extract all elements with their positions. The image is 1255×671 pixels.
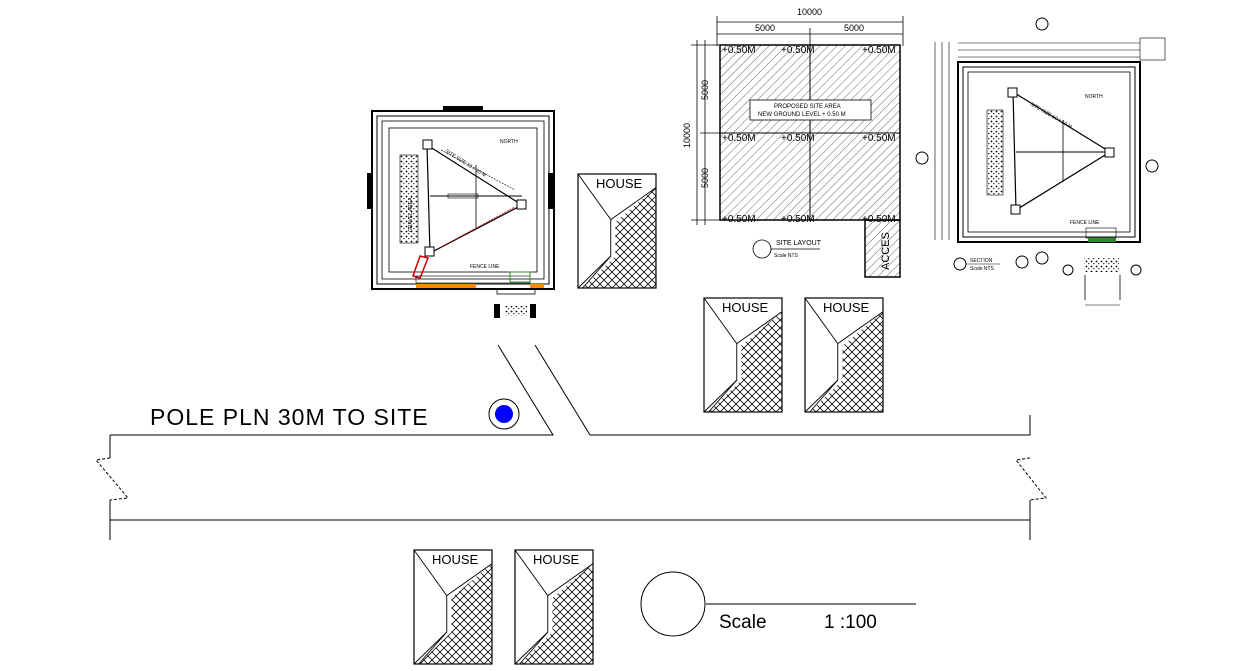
svg-text:GRAVEL AREA: GRAVEL AREA xyxy=(408,197,414,232)
scale-value: 1 :100 xyxy=(824,612,877,633)
house-label: HOUSE xyxy=(533,552,580,567)
site-area-plan xyxy=(691,16,904,278)
house-2: HOUSE xyxy=(703,297,783,413)
house-4: HOUSE xyxy=(413,549,493,665)
svg-text:SITE SIZE 10 x 10 M: SITE SIZE 10 x 10 M xyxy=(444,149,487,179)
house-3: HOUSE xyxy=(804,297,884,413)
level-mark-3: +0.50M xyxy=(862,45,896,56)
level-mark-9: +0.50M xyxy=(862,214,896,225)
svg-text:SITE SIZE 10 x 10 M: SITE SIZE 10 x 10 M xyxy=(1029,102,1073,131)
house-label: HOUSE xyxy=(722,300,769,315)
scale-label: Scale xyxy=(719,612,767,633)
dim-total-width: 10000 xyxy=(797,7,822,17)
access-label: ACCES xyxy=(880,232,892,270)
site-area-note-2: NEW GROUND LEVEL + 0.50 M xyxy=(758,112,846,118)
site-plan-left: NORTH SITE SIZE 10 x 10 M FENCE LINE GRA… xyxy=(367,106,555,318)
level-mark-1: +0.50M xyxy=(722,45,756,56)
road xyxy=(95,344,1047,540)
level-mark-5: +0.50M xyxy=(781,133,815,144)
level-mark-4: +0.50M xyxy=(722,133,756,144)
svg-text:NORTH: NORTH xyxy=(1085,94,1103,100)
pole-label: POLE PLN 30M TO SITE xyxy=(150,404,429,430)
site-layout-title: SITE LAYOUT xyxy=(776,240,822,247)
dim-half-height-bottom: 5000 xyxy=(700,168,710,188)
pln-pole xyxy=(488,398,520,430)
dim-total-height: 10000 xyxy=(682,123,692,148)
level-mark-7: +0.50M xyxy=(722,214,756,225)
svg-text:FENCE LINE: FENCE LINE xyxy=(1070,220,1100,226)
level-mark-6: +0.50M xyxy=(862,133,896,144)
house-label: HOUSE xyxy=(596,176,643,191)
dim-half-width-left: 5000 xyxy=(755,23,775,33)
scale-symbol xyxy=(640,571,916,637)
site-plan-right: NORTH SITE SIZE 10 x 10 M FENCE LINE SEC… xyxy=(915,17,1166,306)
dim-half-height-top: 5000 xyxy=(700,80,710,100)
house-1: HOUSE xyxy=(577,173,657,289)
house-5: HOUSE xyxy=(514,549,594,665)
site-area-note-1: PROPOSED SITE AREA xyxy=(774,104,841,110)
svg-text:NORTH: NORTH xyxy=(500,139,518,145)
house-label: HOUSE xyxy=(823,300,870,315)
site-layout-scale: Scale NTS xyxy=(774,253,799,259)
svg-text:SECTION: SECTION xyxy=(970,258,993,264)
level-mark-2: +0.50M xyxy=(781,45,815,56)
house-label: HOUSE xyxy=(432,552,479,567)
svg-text:FENCE LINE: FENCE LINE xyxy=(470,264,500,270)
svg-text:Scale NTS: Scale NTS xyxy=(970,266,995,272)
dim-half-width-right: 5000 xyxy=(844,23,864,33)
level-mark-8: +0.50M xyxy=(781,214,815,225)
